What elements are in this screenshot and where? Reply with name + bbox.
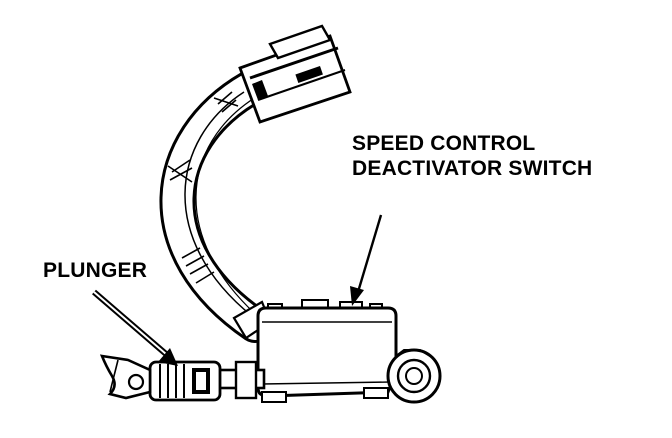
switch-callout-label: SPEED CONTROL DEACTIVATOR SWITCH [352, 131, 592, 181]
harness-connector [238, 24, 352, 124]
deactivator-switch-body [256, 299, 442, 404]
switch-label-line2: DEACTIVATOR SWITCH [352, 157, 593, 180]
plunger-assembly [99, 354, 266, 402]
plunger-callout-label: PLUNGER [43, 259, 148, 282]
switch-leader-arrow [350, 214, 383, 306]
wire-harness [159, 70, 273, 343]
plunger-leader-arrow [92, 289, 178, 366]
switch-label-line1: SPEED CONTROL [352, 132, 536, 155]
